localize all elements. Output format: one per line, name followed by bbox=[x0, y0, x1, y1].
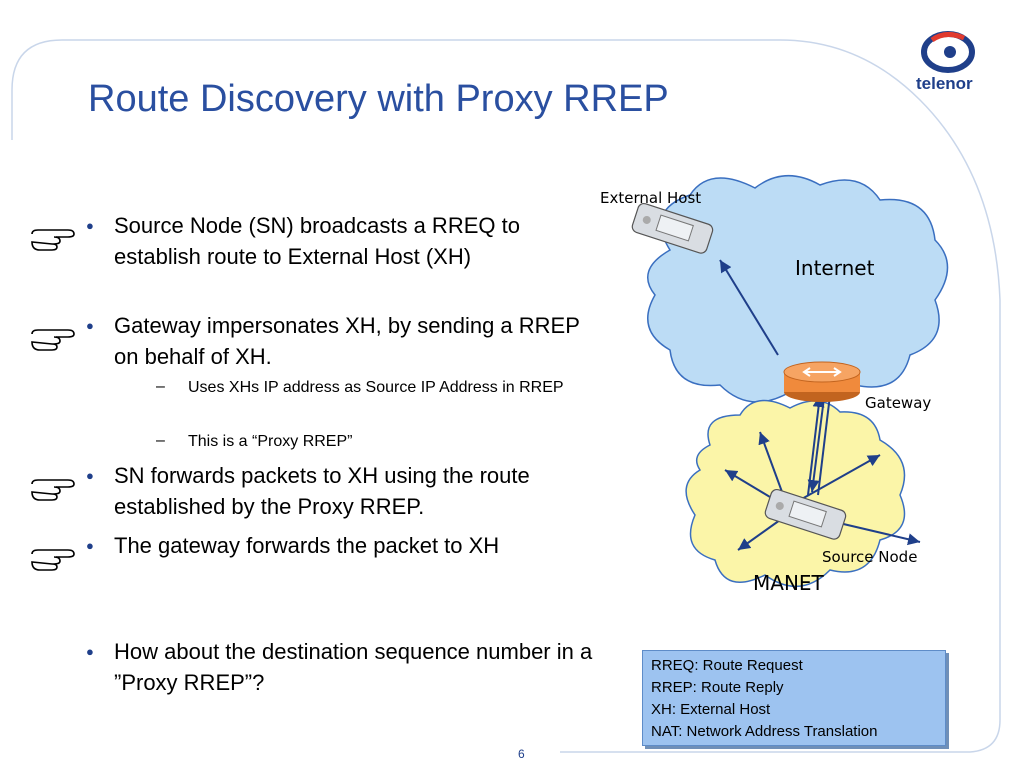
source-node-phone-icon bbox=[764, 488, 847, 540]
logo-text: telenor bbox=[916, 74, 973, 93]
bullet-text: How about the destination sequence numbe… bbox=[114, 639, 593, 695]
pointing-hand-icon bbox=[31, 329, 75, 351]
pointing-hand-icon bbox=[31, 479, 75, 501]
legend-item: RREQ: Route Request bbox=[651, 657, 803, 674]
telenor-logo-icon bbox=[921, 31, 975, 73]
external-host-phone-icon bbox=[631, 202, 714, 254]
internet-cloud bbox=[647, 174, 949, 403]
gateway-router-icon bbox=[783, 361, 861, 402]
sub-bullet-text: Uses XHs IP address as Source IP Address… bbox=[188, 379, 564, 396]
external-host-label: External Host bbox=[600, 189, 701, 207]
legend-item: NAT: Network Address Translation bbox=[651, 723, 878, 740]
bullet-text: Source Node (SN) broadcasts a RREQ to es… bbox=[114, 213, 520, 269]
slide-title: Route Discovery with Proxy RREP bbox=[88, 78, 669, 120]
pointing-hand-icon bbox=[31, 549, 75, 571]
gateway-label: Gateway bbox=[865, 394, 931, 412]
pointing-hand-icon bbox=[31, 229, 75, 251]
legend-box: RREQ: Route Request RREP: Route Reply XH… bbox=[642, 650, 946, 746]
bullet-text: Gateway impersonates XH, by sending a RR… bbox=[114, 313, 580, 369]
sub-bullet-text: This is a “Proxy RREP” bbox=[188, 433, 353, 450]
bullet-text: SN forwards packets to XH using the rout… bbox=[114, 463, 530, 519]
internet-label: Internet bbox=[795, 256, 875, 280]
legend-item: XH: External Host bbox=[651, 701, 771, 718]
bullet-text: The gateway forwards the packet to XH bbox=[114, 533, 500, 558]
network-diagram: External Host Internet Gateway Source No… bbox=[600, 174, 949, 595]
source-node-label: Source Node bbox=[822, 548, 917, 566]
page-number: 6 bbox=[518, 747, 525, 761]
legend-item: RREP: Route Reply bbox=[651, 679, 784, 696]
manet-label: MANET bbox=[753, 571, 825, 595]
